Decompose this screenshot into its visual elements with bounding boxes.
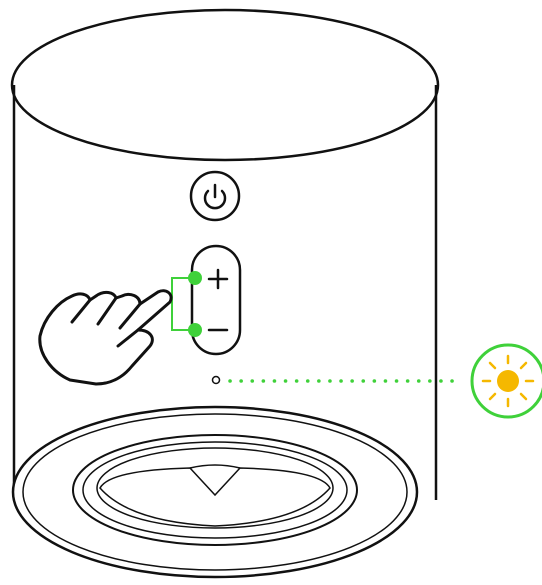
base-ring-4 xyxy=(82,441,348,539)
led-dot-icon xyxy=(211,375,221,385)
power-button[interactable] xyxy=(189,170,241,222)
plus-icon xyxy=(207,268,229,290)
cone-seam xyxy=(189,464,241,469)
speaker-body xyxy=(10,8,440,500)
speaker-cone xyxy=(99,467,331,527)
led-status-indicator xyxy=(470,343,542,419)
callout-bracket xyxy=(171,277,195,331)
base-outer-ring xyxy=(11,405,419,579)
pointing-hand-icon xyxy=(38,289,173,386)
volume-up-button[interactable] xyxy=(207,268,229,290)
callout-dot-minus xyxy=(188,323,202,337)
speaker-top xyxy=(10,8,440,162)
callout-dot-plus xyxy=(188,271,202,285)
press-both-callout xyxy=(171,271,202,337)
base-ring-3 xyxy=(72,434,358,546)
sun-icon xyxy=(481,354,535,408)
power-icon xyxy=(203,183,227,210)
volume-rocker xyxy=(190,244,242,356)
speaker-base xyxy=(11,405,419,579)
base-ring-5 xyxy=(96,447,334,529)
base-ring-2 xyxy=(22,413,408,571)
